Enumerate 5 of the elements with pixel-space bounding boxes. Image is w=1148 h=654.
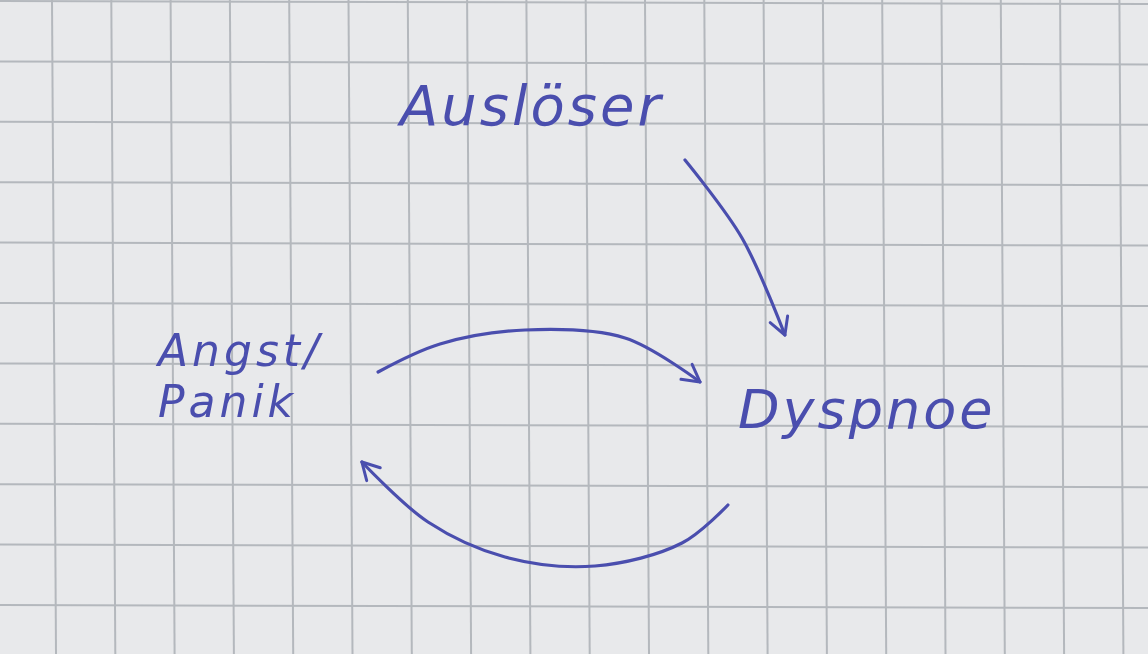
curved-arrow (683, 158, 790, 337)
curved-arrow (360, 460, 730, 569)
handwritten-text: Dyspnoe (738, 379, 996, 442)
handwritten-text: Angst/ Panik (158, 326, 324, 428)
curved-arrow (376, 327, 702, 384)
